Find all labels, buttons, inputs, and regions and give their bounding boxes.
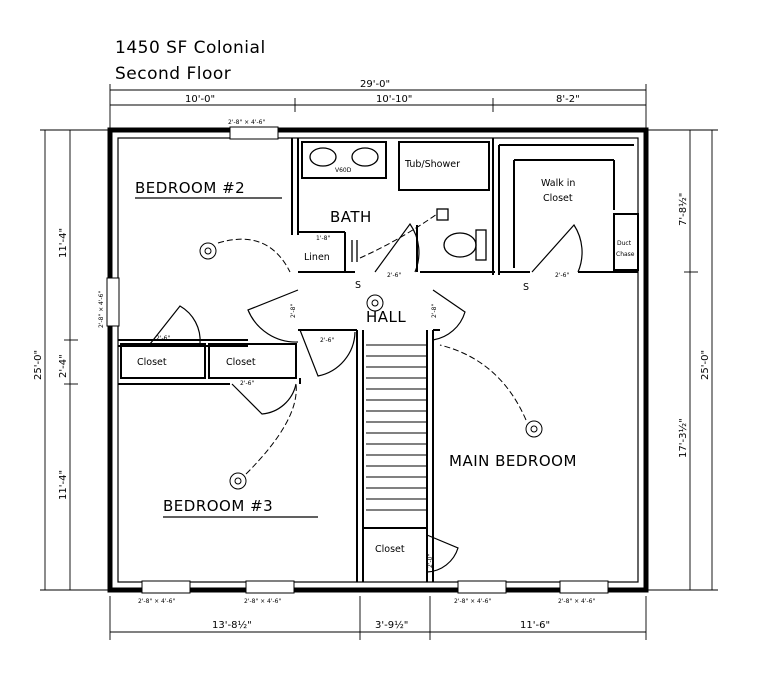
ceiling-light-icon (199, 242, 217, 260)
exhaust-fan-icon (436, 208, 449, 221)
closet-label-2: Closet (226, 357, 256, 368)
dim-top-right: 8'-2" (556, 94, 580, 105)
window-tag-bottom4: 2'-8" × 4'-6" (558, 598, 596, 605)
door-bottom-closet (426, 534, 459, 573)
duct-chase-label-1: Duct (617, 240, 632, 247)
window-bottom-1 (141, 580, 191, 594)
door-tag-hall-east: 2'-8" (431, 304, 438, 318)
dim-top-left: 10'-0" (185, 94, 215, 105)
windows (106, 126, 609, 594)
door-tag-closet: 2'-0" (427, 554, 434, 568)
room-label-bath: BATH (330, 208, 372, 226)
electrical (199, 213, 543, 490)
vanity-label: V60D (335, 167, 352, 174)
door-tag-bed3-closet: 2'-6" (240, 380, 254, 387)
linen-label: Linen (304, 252, 330, 263)
door-bath (374, 222, 420, 273)
door-tag-walkin: 2'-6" (555, 272, 569, 279)
duct-chase-label-2: Chase (616, 251, 635, 258)
window-tag-bottom1: 2'-8" × 4'-6" (138, 598, 176, 605)
window-tag-left: 2'-8" × 4'-6" (98, 291, 105, 329)
window-bottom-4 (559, 580, 609, 594)
fixtures (309, 147, 487, 262)
tub-shower-label: Tub/Shower (404, 159, 460, 170)
dimension-lines (40, 84, 718, 640)
ceiling-light-icon (366, 294, 384, 312)
dim-right-lower: 17'-3½" (677, 418, 689, 458)
room-label-hall: HALL (366, 308, 406, 326)
plan-title-line2: Second Floor (115, 64, 232, 84)
sink-right-icon (351, 147, 379, 167)
dim-left-lower: 11'-4" (58, 470, 69, 500)
closet-label-1: Closet (137, 357, 167, 368)
window-tag-top: 2'-8" × 4'-6" (228, 119, 266, 126)
window-left (106, 277, 120, 327)
dim-top-mid: 10'-10" (376, 94, 412, 105)
window-bottom-2 (245, 580, 295, 594)
dim-right-upper: 7'-8½" (677, 193, 689, 226)
room-label-bedroom2: BEDROOM #2 (135, 179, 245, 197)
exterior-wall (107, 127, 649, 593)
window-bottom-3 (457, 580, 507, 594)
dim-overall-width: 29'-0" (360, 79, 390, 90)
door-bed3 (299, 329, 356, 377)
door-bed2 (247, 289, 299, 343)
dim-bottom-mid: 3'-9½" (375, 619, 408, 631)
door-bed3-closet (231, 383, 297, 415)
toilet-tank-icon (475, 229, 487, 261)
window-tag-bottom3: 2'-8" × 4'-6" (454, 598, 492, 605)
dim-left-upper: 11'-4" (58, 228, 69, 258)
room-label-bedroom3: BEDROOM #3 (163, 497, 273, 515)
room-label-main-bedroom: MAIN BEDROOM (449, 452, 577, 470)
dim-right-overall: 25'-0" (700, 350, 711, 380)
interior-wall-line (117, 137, 639, 583)
door-swings (149, 222, 583, 573)
walk-in-label-1: Walk in (541, 178, 575, 189)
ceiling-light-icon (229, 472, 247, 490)
door-tag-hall-west: 2'-8" (290, 304, 297, 318)
dim-left-mid: 2'-4" (58, 354, 69, 378)
door-tag-bath: 2'-6" (387, 272, 401, 279)
closet-label-3: Closet (375, 544, 405, 555)
dim-left-overall: 25'-0" (33, 350, 44, 380)
door-tag-linen: 1'-8" (316, 235, 330, 242)
door-main-bedroom (432, 289, 466, 341)
window-top (229, 126, 279, 140)
door-walkin (531, 224, 583, 273)
toilet-bowl-icon (443, 232, 477, 258)
stair-treads (366, 344, 426, 511)
door-bed2-closet (149, 305, 201, 345)
window-tag-bottom2: 2'-8" × 4'-6" (244, 598, 282, 605)
dim-bottom-right: 11'-6" (520, 620, 550, 631)
dim-bottom-left: 13'-8½" (212, 619, 252, 631)
door-tag-bed2-closet: 2'-6" (156, 335, 170, 342)
switch-symbol: S (355, 280, 361, 291)
sink-left-icon (309, 147, 337, 167)
door-tag-bed3: 2'-6" (320, 337, 334, 344)
switch-symbol: S (523, 282, 529, 293)
interior-walls (118, 138, 639, 582)
walk-in-label-2: Closet (543, 193, 573, 204)
ceiling-light-icon (525, 420, 543, 438)
plan-title-line1: 1450 SF Colonial (115, 38, 266, 58)
